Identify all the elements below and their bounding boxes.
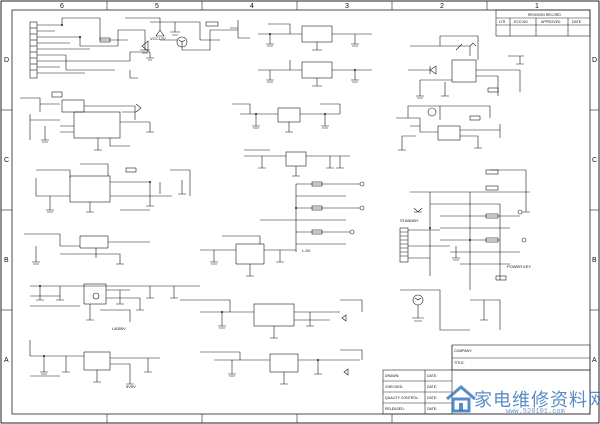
col-5: 5 (155, 3, 159, 10)
company-label: COMPANY: (454, 349, 472, 353)
label-5v5v: 5V5V (126, 384, 136, 389)
label-standby: STANDBY (400, 218, 419, 223)
col-2: 2 (440, 3, 444, 10)
bottom-center-ic (200, 349, 363, 385)
released-label: RELEASED: (385, 407, 405, 411)
row-a-left: A (4, 357, 9, 364)
output-rail-bank (260, 181, 365, 252)
col-3: 3 (345, 3, 349, 10)
row-markers: D C B A D C B A (1, 57, 599, 364)
ic-block-mid-left (35, 163, 191, 213)
revision-block (495, 9, 591, 37)
top-right-block (408, 35, 524, 99)
drawn-label: DRAWN: (385, 374, 399, 378)
title-label: TITLE: (454, 361, 465, 365)
rev-ltr: LTR (499, 20, 506, 24)
label-vcc12v: VCC12V (150, 36, 166, 41)
ic-center-left-mid (200, 235, 296, 277)
bottom-right-switch (400, 275, 507, 331)
revision-title: REVISION RECORD (528, 13, 561, 17)
row-d-right: D (592, 57, 597, 64)
label-power-key: POWER KEY (507, 264, 532, 269)
row-b-left: B (4, 257, 9, 264)
row-a-right: A (592, 357, 597, 364)
checked-label: CHECKED: (385, 385, 403, 389)
date-4: DATE: (427, 407, 437, 411)
column-markers: 6 5 4 3 2 1 (60, 1, 539, 423)
junction-dots (39, 24, 471, 361)
inner-border (11, 9, 591, 415)
transistor-stage-top (140, 20, 250, 54)
date-3: DATE: (427, 396, 437, 400)
row-d-left: D (4, 57, 9, 64)
row-c-right: C (592, 157, 597, 164)
row-b-right: B (592, 257, 597, 264)
connector-right-block (399, 169, 530, 290)
watermark-text: 家电维修资料网 (474, 390, 600, 411)
regulator-center-upper (232, 103, 341, 133)
label-l8055v: L8055V (112, 326, 126, 331)
col-1: 1 (535, 3, 539, 10)
rev-approved: APPROVED (541, 20, 561, 24)
bottom-left-ic-pair (29, 340, 160, 385)
watermark-url: www.520101.com (506, 408, 565, 416)
bottom-left-power (30, 283, 200, 322)
bottom-middle-ic (180, 299, 363, 339)
regulator-pair (258, 23, 372, 87)
row-c-left: C (4, 157, 9, 164)
date-2: DATE: (427, 385, 437, 389)
quality-label: QUALITY CONTROL: (385, 396, 419, 400)
label-l5v: L-5V (302, 248, 311, 253)
watermark: 家电维修资料网 www.520101.com (444, 384, 600, 420)
circuit-artwork (20, 17, 530, 385)
right-upper-middle (396, 105, 501, 151)
date-1: DATE: (427, 374, 437, 378)
rev-eco: ECO NO (514, 20, 528, 24)
title-block (382, 344, 591, 415)
col-4: 4 (250, 3, 254, 10)
ic-center-middle (244, 149, 350, 177)
left-mid-lower (24, 233, 150, 265)
house-logo-icon (446, 385, 476, 413)
rev-date: DATE (572, 20, 582, 24)
connector-cn1 (29, 17, 165, 79)
col-6: 6 (60, 3, 64, 10)
ic-block-upper-left (20, 91, 154, 151)
